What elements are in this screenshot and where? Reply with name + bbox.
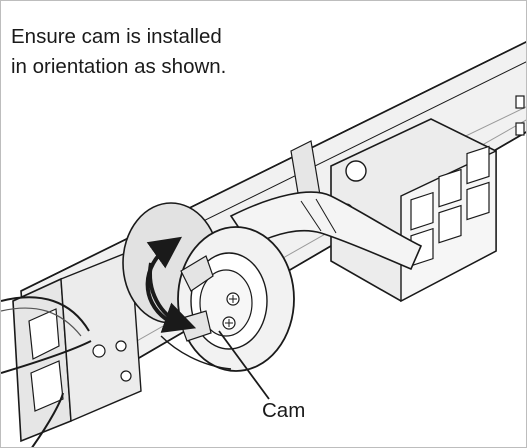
instruction-line-2: in orientation as shown. bbox=[11, 55, 227, 78]
cam-lever bbox=[229, 191, 423, 271]
cam bbox=[160, 226, 295, 372]
cam-label: Cam bbox=[262, 399, 306, 422]
cables bbox=[1, 296, 92, 447]
instruction-line-1: Ensure cam is installed bbox=[11, 25, 222, 48]
end-bracket bbox=[12, 249, 142, 443]
cam-callout-leader bbox=[218, 330, 270, 400]
connector-block bbox=[290, 118, 497, 303]
installation-instruction: Ensure cam is installed in orientation a… bbox=[11, 22, 311, 82]
rotation-arrows bbox=[145, 236, 197, 333]
